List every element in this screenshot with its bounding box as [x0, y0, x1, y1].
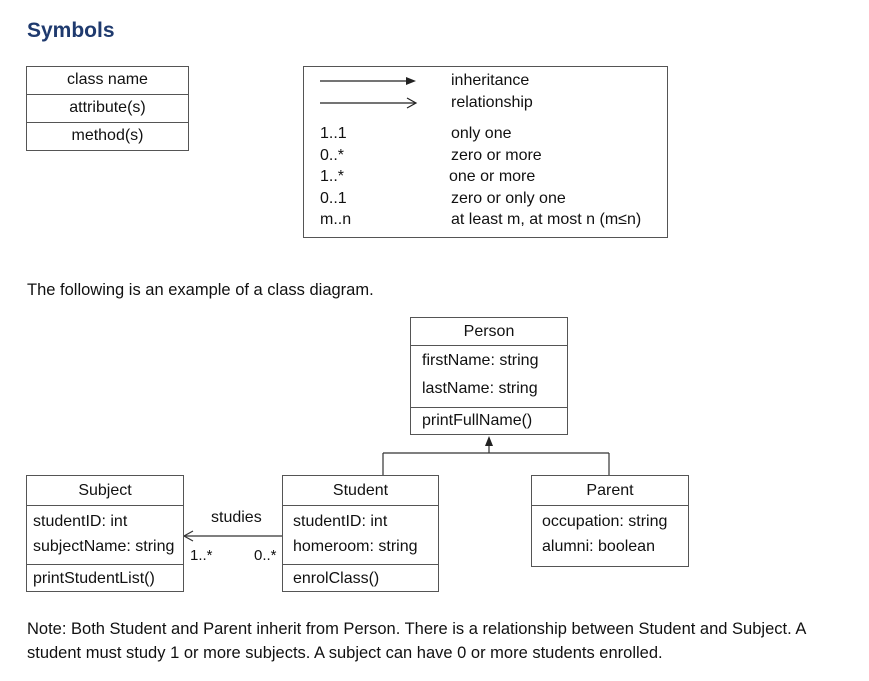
relationship-connector: [182, 530, 282, 542]
symbol-class-box: class name attribute(s) method(s): [26, 66, 189, 151]
class-attributes: studentID: int subjectName: string: [27, 506, 183, 565]
student-multiplicity: 0..*: [254, 547, 277, 564]
subject-multiplicity: 1..*: [190, 547, 213, 564]
attribute: firstName: string: [422, 352, 539, 369]
class-methods: printFullName(): [411, 408, 567, 430]
method: printFullName(): [422, 412, 533, 429]
attribute: homeroom: string: [293, 538, 418, 555]
legend-inheritance-label: inheritance: [451, 72, 530, 89]
legend-arrows: [320, 77, 418, 109]
person-class: Person firstName: string lastName: strin…: [410, 317, 568, 435]
method: enrolClass(): [293, 570, 380, 587]
inheritance-connector: [382, 436, 610, 475]
attribute: occupation: string: [542, 513, 668, 530]
legend-relationship-label: relationship: [451, 94, 533, 111]
legend-mult-meaning: at least m, at most n (m≤n): [451, 211, 642, 228]
legend-box: inheritance relationship 1..1 only one 0…: [303, 66, 668, 238]
class-methods: printStudentList(): [27, 565, 183, 588]
class-attributes: occupation: string alumni: boolean: [532, 506, 688, 563]
relationship-arrow-icon: [320, 97, 418, 109]
intro-text: The following is an example of a class d…: [27, 281, 374, 299]
legend-mult-meaning: zero or more: [451, 147, 542, 164]
subject-class: Subject studentID: int subjectName: stri…: [26, 475, 184, 592]
method: printStudentList(): [33, 570, 155, 587]
attribute: alumni: boolean: [542, 538, 655, 555]
student-class: Student studentID: int homeroom: string …: [282, 475, 439, 592]
symbol-class-methods: method(s): [71, 127, 144, 144]
legend-mult-symbol: 0..*: [320, 147, 345, 164]
class-name: Parent: [532, 476, 688, 506]
class-methods: enrolClass(): [283, 565, 438, 588]
legend-mult-meaning: only one: [451, 125, 512, 142]
attribute: lastName: string: [422, 380, 538, 397]
inheritance-arrow-icon: [485, 436, 493, 446]
symbols-heading: Symbols: [27, 19, 115, 42]
legend-mult-symbol: 1..1: [320, 125, 347, 142]
symbol-class-attributes: attribute(s): [27, 95, 188, 123]
parent-class: Parent occupation: string alumni: boolea…: [531, 475, 689, 567]
class-name: Subject: [27, 476, 183, 506]
symbol-class-name: class name: [27, 67, 188, 95]
relationship-label: studies: [211, 509, 262, 526]
relationship-arrow-icon: [182, 530, 194, 542]
attribute: studentID: int: [33, 513, 128, 530]
note-text: Note: Both Student and Parent inherit fr…: [27, 620, 806, 662]
attribute: subjectName: string: [33, 538, 175, 555]
legend-mult-symbol: m..n: [320, 211, 352, 228]
legend-mult-meaning: zero or only one: [451, 190, 566, 207]
class-attributes: firstName: string lastName: string: [411, 346, 567, 408]
legend-mult-symbol: 1..*: [320, 168, 345, 185]
class-name: Student: [283, 476, 438, 506]
legend-mult-symbol: 0..1: [320, 190, 347, 207]
inheritance-arrow-icon: [320, 77, 416, 85]
attribute: studentID: int: [293, 513, 388, 530]
legend-mult-meaning: one or more: [449, 168, 536, 185]
class-attributes: studentID: int homeroom: string: [283, 506, 438, 565]
class-name: Person: [411, 318, 567, 346]
